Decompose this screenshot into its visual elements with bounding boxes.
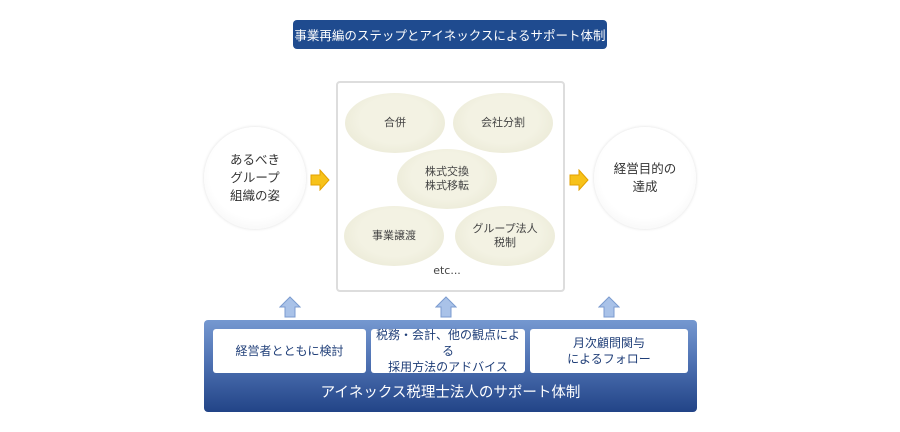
method-business-transfer: 事業譲渡 <box>344 206 444 266</box>
support-item-followup: 月次顧問関与 によるフォロー <box>530 329 688 373</box>
etc-label: etc... <box>433 264 461 277</box>
current-state-circle: あるべき グループ 組織の姿 <box>204 127 306 229</box>
method-group-tax: グループ法人 税制 <box>455 206 555 266</box>
diagram-title: 事業再編のステップとアイネックスによるサポート体制 <box>293 20 607 49</box>
support-item-consult: 経営者とともに検討 <box>213 329 366 373</box>
arrow-up-icon <box>435 296 457 318</box>
arrow-up-icon <box>598 296 620 318</box>
method-company-split: 会社分割 <box>453 93 553 153</box>
support-caption: アイネックス税理士法人のサポート体制 <box>320 385 581 401</box>
method-share-exchange: 株式交換 株式移転 <box>397 149 497 209</box>
support-item-advice: 税務・会計、他の観点による 採用方法のアドバイス <box>371 328 525 374</box>
method-merger: 合併 <box>345 93 445 153</box>
arrow-up-icon <box>279 296 301 318</box>
goal-circle: 経営目的の 達成 <box>594 127 696 229</box>
arrow-right-icon <box>310 169 330 191</box>
arrow-right-icon <box>569 169 589 191</box>
